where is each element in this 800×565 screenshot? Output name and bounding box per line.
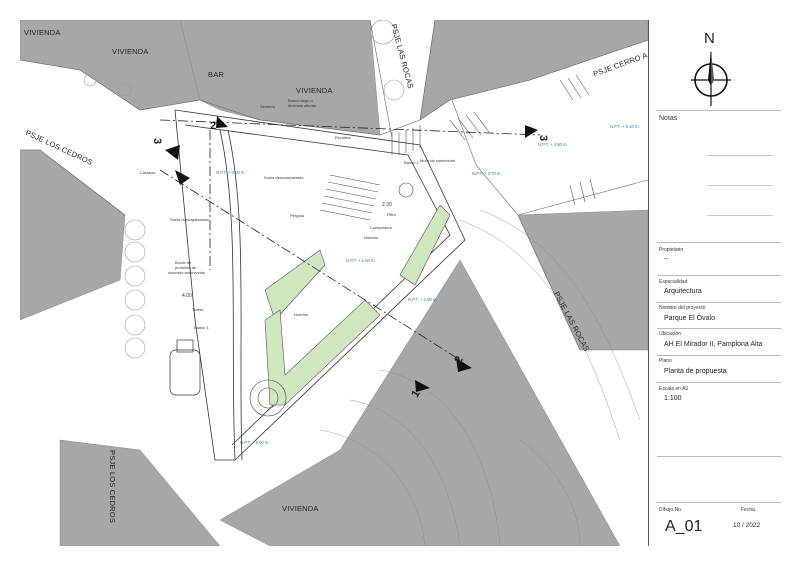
dimension-230: 2.30 bbox=[382, 202, 392, 208]
block-right-mid bbox=[517, 209, 648, 351]
ubicacion-value: AH El Mirador II, Pamplona Alta bbox=[664, 341, 763, 348]
annotation-filtro: Filtro bbox=[387, 212, 396, 217]
annotation-compostera: Compostera bbox=[370, 225, 392, 230]
escala-label: Escala en A3 bbox=[659, 386, 689, 392]
label-psje-los-cedros: PSJE LOS CEDROS bbox=[108, 450, 117, 524]
label-vivienda: VIVIENDA bbox=[112, 47, 149, 56]
plano-label: Plano bbox=[659, 358, 672, 364]
level-marker: N.P.T. + 1.50 m. bbox=[346, 258, 376, 263]
annotation-suelo-descompactado: Suelo descompactado bbox=[264, 175, 304, 180]
annotation-escalera: Escalera bbox=[335, 135, 351, 140]
section-label-3: 3 bbox=[151, 137, 164, 145]
level-marker: N.P.T. + 2.70 m. bbox=[472, 171, 502, 176]
level-marker: N.P.T. + 0.00 m. bbox=[216, 170, 246, 175]
fecha-value: 10 / 2022 bbox=[733, 522, 761, 529]
block-bottom-left bbox=[59, 439, 221, 546]
annotation-calzada: Calzada bbox=[140, 170, 155, 175]
propietario-label: Propietario bbox=[659, 247, 684, 253]
annotation-concreto: concreto autonivelas bbox=[168, 270, 205, 275]
level-marker: N.P.T. + 8.00 m. bbox=[240, 440, 270, 445]
dibujo-label: Dibujo No. bbox=[659, 507, 683, 513]
annotation-muro: Muro de contención bbox=[420, 158, 456, 163]
dibujo-value: A_01 bbox=[665, 518, 703, 535]
plano-value: Planta de propuesta bbox=[664, 368, 727, 375]
planter-long bbox=[264, 299, 381, 406]
annotation-banco-1: Banco 1 bbox=[194, 325, 209, 330]
notas-label: Notas bbox=[659, 115, 678, 122]
level-marker: N.P.T. + 4.60 m. bbox=[538, 142, 568, 147]
annotation-huertos: Huertos bbox=[294, 312, 309, 317]
annotation-totem: Tótem bbox=[192, 307, 204, 312]
plan-drawing bbox=[20, 20, 648, 546]
planter-top bbox=[264, 249, 326, 321]
especialidad-label: Especialidad bbox=[659, 279, 688, 285]
especialidad-value: Arquitectura bbox=[664, 288, 702, 295]
label-vivienda: VIVIENDA bbox=[282, 504, 319, 513]
block-left bbox=[20, 149, 126, 321]
escala-value: 1:100 bbox=[664, 395, 682, 402]
label-vivienda: VIVIENDA bbox=[296, 86, 333, 95]
annotation-diversas-alturas: diversas alturas bbox=[288, 103, 317, 108]
north-arrow: N bbox=[685, 30, 735, 110]
annotation-banco-largo: Banco largo o bbox=[288, 98, 313, 103]
annotation-huertos: Huertos bbox=[364, 235, 379, 240]
level-marker: N.P.T. + 6.10 m. bbox=[610, 124, 640, 129]
annotation-banco-2: Banco 2 bbox=[404, 160, 419, 165]
label-bar: BAR bbox=[208, 70, 225, 79]
section-label-3: 3 bbox=[537, 134, 550, 142]
title-block: N Notas Propietario -- Especialidad Arqu… bbox=[648, 20, 781, 546]
level-marker: N.P.T. + 2.00 m. bbox=[408, 297, 438, 302]
annotation-probetas: probetas de bbox=[175, 265, 197, 270]
dimension-400: 4.00 bbox=[182, 293, 192, 299]
nombre-proyecto-label: Nombre del proyecto bbox=[659, 305, 706, 311]
section-label-2: 2 bbox=[210, 120, 217, 132]
fecha-label: Fecha bbox=[741, 507, 755, 513]
north-label: N bbox=[704, 30, 715, 47]
propietario-value: -- bbox=[664, 256, 669, 263]
planter-right bbox=[399, 204, 451, 286]
site-plan: VIVIENDA VIVIENDA VIVIENDA VIVIENDA BAR … bbox=[20, 20, 648, 546]
label-vivienda: VIVIENDA bbox=[24, 28, 61, 37]
annotation-borde: Borde de bbox=[175, 260, 192, 265]
ubicacion-label: Ubicación bbox=[659, 331, 681, 337]
annotation-pergola: Pérgola bbox=[290, 213, 304, 218]
annotation-sendero: Sendero bbox=[260, 104, 276, 109]
annotation-suelo-duro: Suelo duro/apisonado bbox=[170, 217, 209, 222]
north-arrow-icon bbox=[691, 50, 731, 106]
nombre-proyecto-value: Parque El Óvalo bbox=[664, 315, 715, 322]
block-mid-bottom bbox=[219, 259, 621, 546]
